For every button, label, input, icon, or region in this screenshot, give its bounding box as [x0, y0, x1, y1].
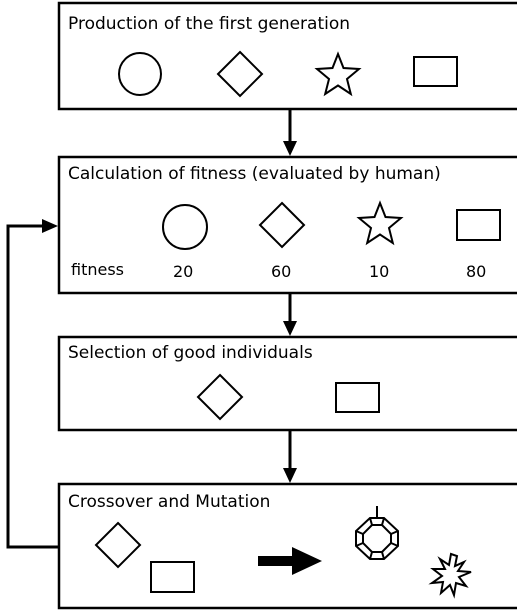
octagon-gem-icon — [355, 506, 399, 560]
diamond-icon — [94, 521, 142, 569]
feedback-loop-arrow — [6, 219, 59, 549]
fitness-value-rectangle: 80 — [466, 262, 487, 281]
step2-title: Calculation of fitness (evaluated by hum… — [68, 164, 441, 184]
step3-box — [57, 335, 517, 432]
arrow-step1-to-step2 — [283, 109, 297, 156]
diamond-icon — [216, 50, 264, 98]
fitness-value-circle: 20 — [173, 262, 194, 281]
arrow-step3-to-step4 — [283, 430, 297, 483]
thick-right-arrow-icon — [258, 547, 322, 575]
burst-icon — [428, 552, 472, 599]
star-icon — [356, 200, 404, 246]
circle-icon — [162, 204, 208, 250]
step3-title: Selection of good individuals — [68, 343, 313, 363]
diamond-icon — [258, 201, 306, 249]
step2-box — [57, 155, 517, 295]
star-icon — [314, 51, 362, 97]
diamond-icon — [196, 373, 244, 421]
rectangle-icon — [150, 561, 195, 593]
step4-title: Crossover and Mutation — [68, 492, 271, 512]
fitness-value-star: 10 — [369, 262, 390, 281]
fitness-label: fitness — [71, 260, 125, 279]
rectangle-icon — [456, 209, 501, 241]
step1-box — [57, 1, 517, 111]
circle-icon — [118, 52, 162, 96]
step1-title: Production of the first generation — [68, 14, 351, 34]
fitness-value-diamond: 60 — [271, 262, 292, 281]
arrow-step2-to-step3 — [283, 293, 297, 336]
rectangle-icon — [413, 56, 458, 87]
rectangle-icon — [335, 382, 380, 413]
